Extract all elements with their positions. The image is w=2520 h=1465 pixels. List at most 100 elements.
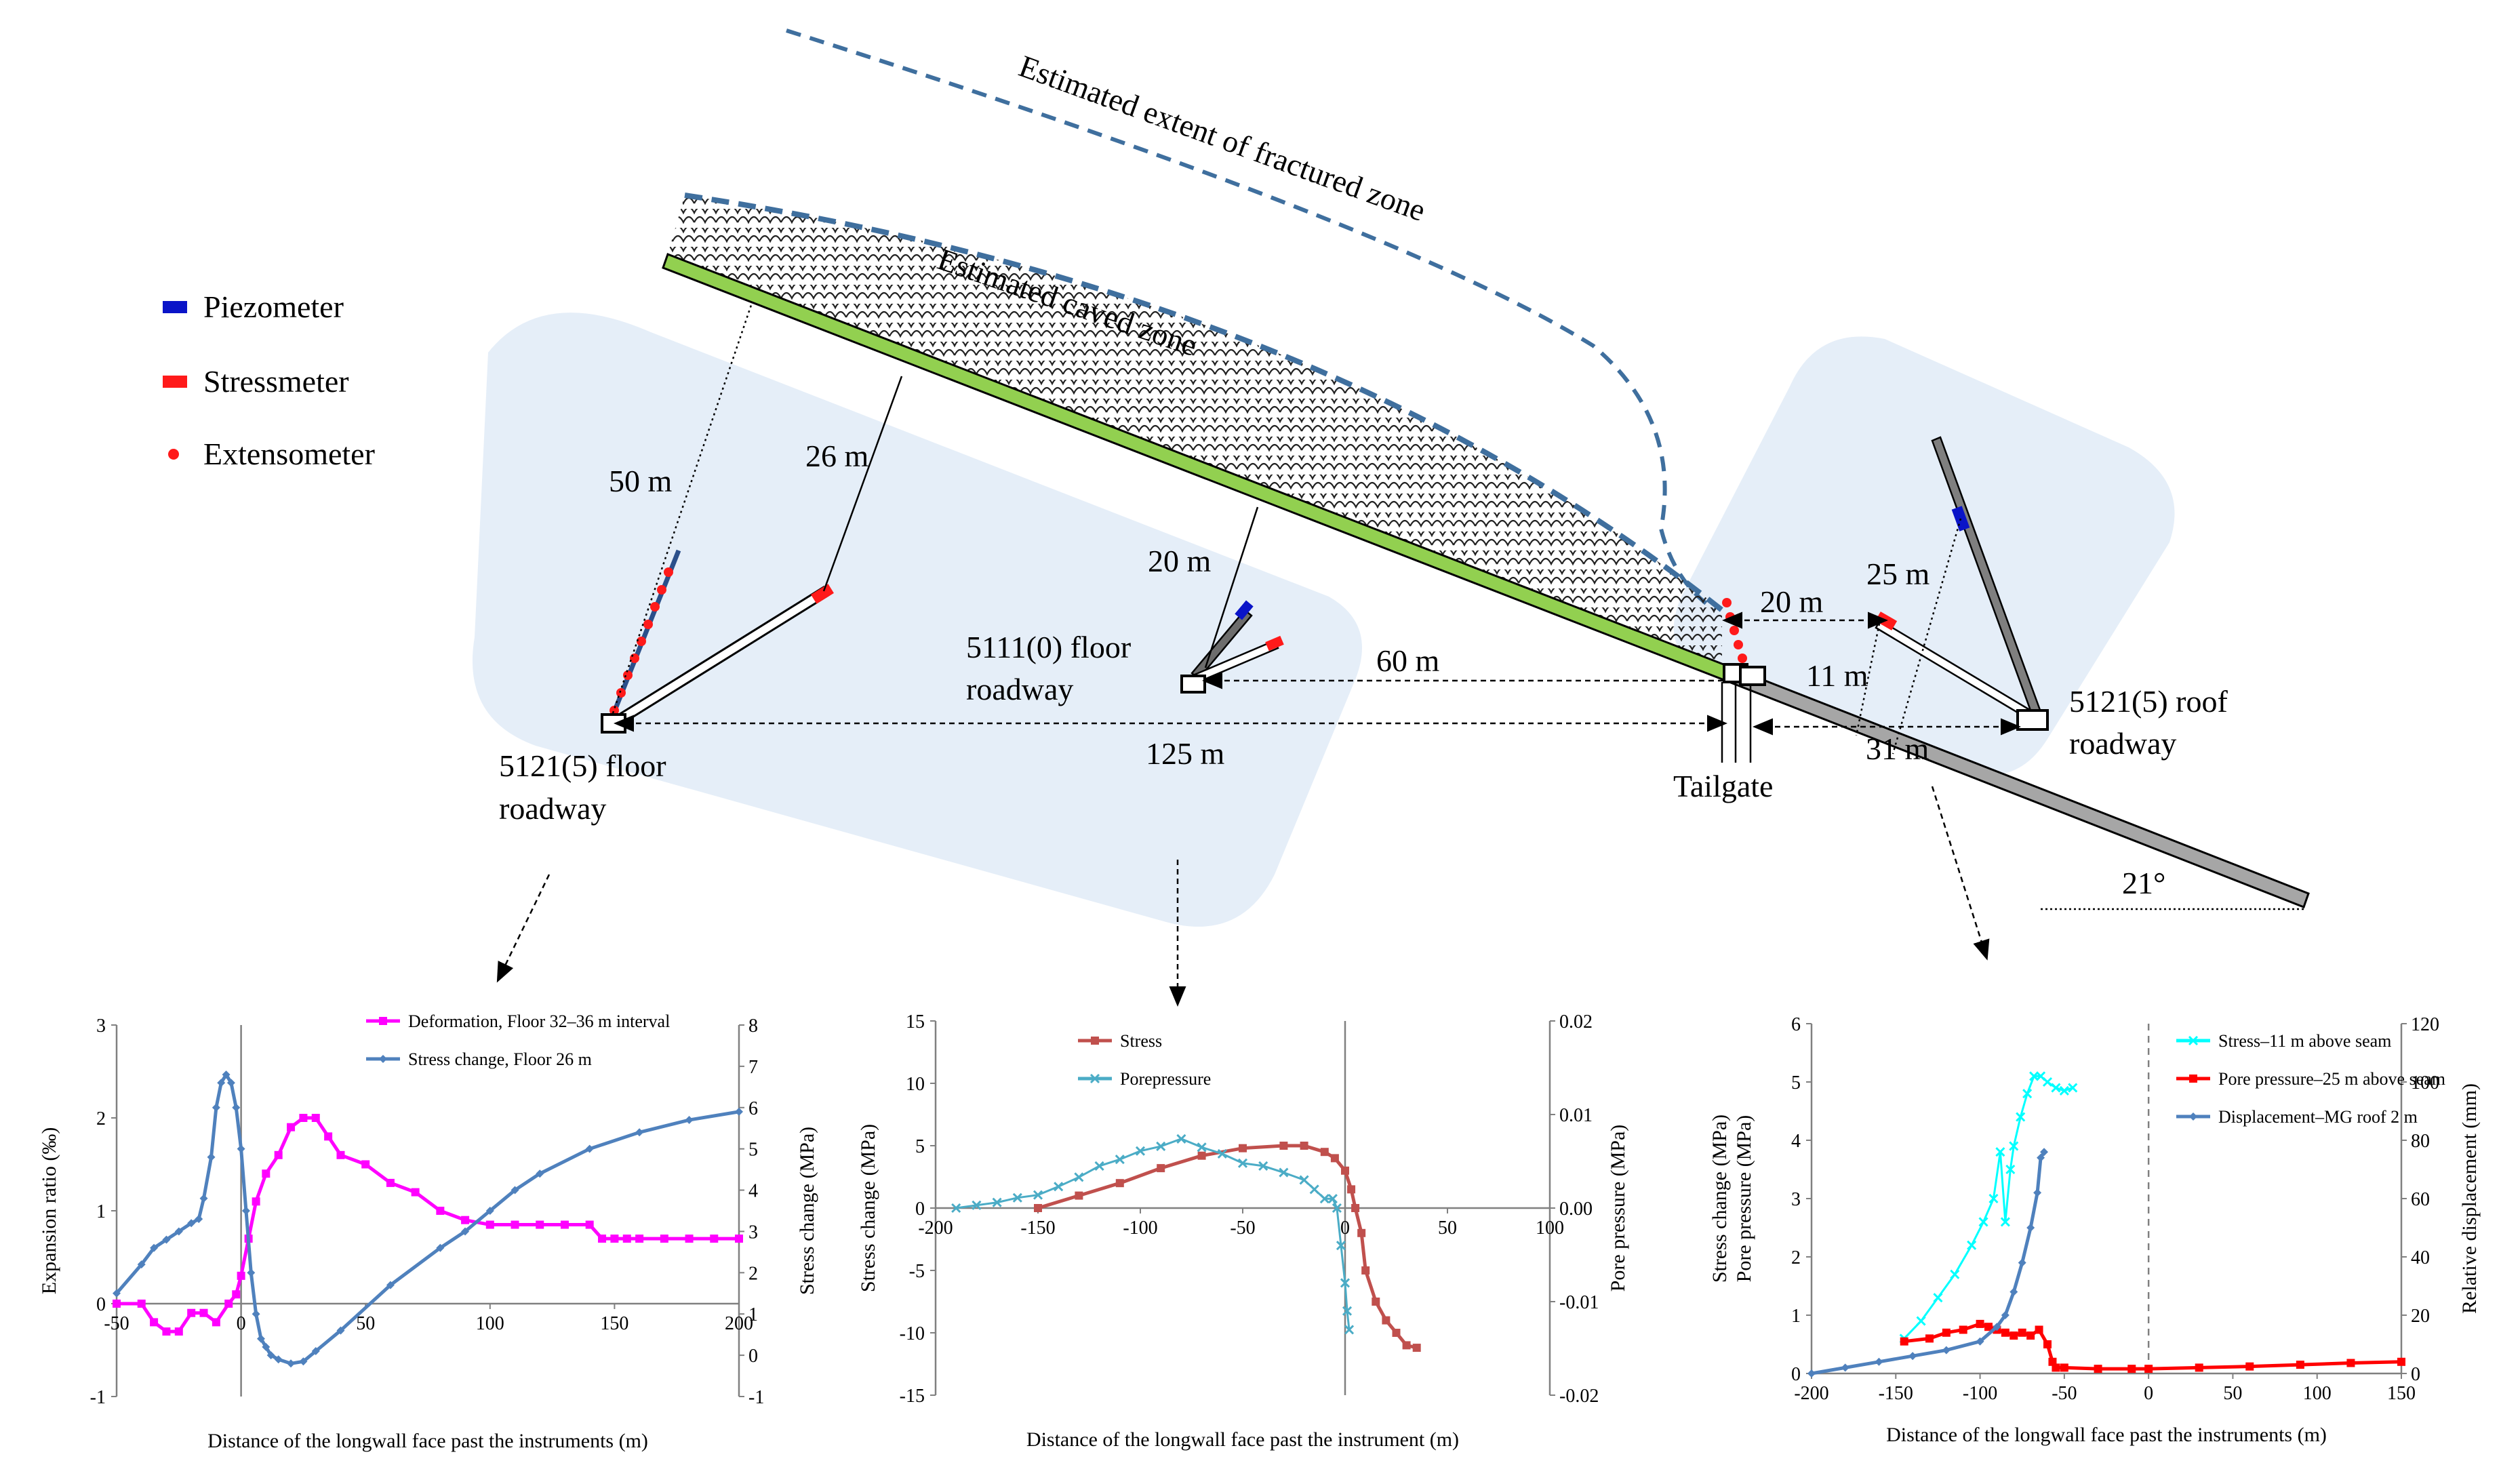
roof-5121-label-line2: roadway	[2069, 726, 2176, 761]
data-point	[1033, 1190, 1043, 1200]
data-point	[2051, 1083, 2061, 1093]
data-point	[1279, 1142, 1288, 1150]
data-point	[2022, 1089, 2033, 1099]
y2-tick-label: 120	[2411, 1014, 2439, 1035]
data-point	[1332, 1203, 1342, 1213]
y-tick-label: 0	[915, 1199, 925, 1220]
y2-tick-label: 0.01	[1559, 1105, 1593, 1126]
data-point	[1336, 1241, 1346, 1251]
data-point	[224, 1300, 233, 1308]
legend-label: Displacement–MG roof 2 m	[2218, 1107, 2418, 1127]
data-point	[386, 1178, 395, 1187]
data-point	[262, 1342, 271, 1351]
data-point	[1054, 1182, 1064, 1192]
data-point	[951, 1203, 961, 1213]
data-point	[1995, 1147, 2005, 1157]
y2-tick-label: 2	[748, 1263, 758, 1284]
series-0	[1899, 1071, 2078, 1344]
data-point	[1967, 1240, 1977, 1250]
data-point	[2042, 1077, 2053, 1087]
data-point	[585, 1144, 594, 1153]
data-point	[1239, 1144, 1247, 1152]
y2-tick-label: 0	[748, 1346, 758, 1367]
data-point	[1361, 1266, 1370, 1275]
y2-tick-label: 4	[748, 1181, 758, 1202]
data-point	[511, 1186, 519, 1195]
data-point	[1300, 1142, 1308, 1150]
x-tick-label: 100	[2303, 1383, 2332, 1404]
data-point	[1925, 1334, 1934, 1343]
y2-tick-label: -0.01	[1559, 1292, 1599, 1313]
y-axis-title: Stress change (MPa)	[857, 1124, 879, 1292]
data-point	[336, 1150, 345, 1159]
x-axis-title: Distance of the longwall face past the i…	[1026, 1428, 1459, 1451]
data-point	[2005, 1164, 2016, 1175]
x-tick-label: 0	[2144, 1383, 2153, 1404]
x-tick-label: 150	[600, 1313, 628, 1334]
data-point	[324, 1132, 333, 1141]
data-point	[311, 1347, 320, 1356]
data-point	[287, 1359, 296, 1368]
data-point	[336, 1326, 345, 1335]
x-tick-label: 0	[237, 1313, 246, 1334]
x-tick-label: -50	[104, 1313, 129, 1334]
y2-axis-title: Relative displacement (mm)	[2458, 1083, 2481, 1314]
data-point	[1330, 1154, 1339, 1163]
data-point	[2094, 1365, 2102, 1373]
dim-label-31: 31 m	[1866, 731, 1929, 766]
data-point	[1176, 1133, 1186, 1144]
legend-swatch-marker	[1091, 1037, 1099, 1045]
data-point	[1807, 1369, 1816, 1378]
data-point	[237, 1271, 245, 1280]
series-line	[115, 1071, 740, 1365]
data-point	[1258, 1161, 1268, 1171]
y2-axis-title: Stress change (MPa)	[796, 1127, 818, 1295]
legend-swatch-marker	[379, 1017, 387, 1025]
series-0	[113, 1114, 743, 1336]
data-point	[610, 1235, 619, 1243]
fractured-zone-boundary	[786, 28, 1717, 612]
extensometer-dots-left	[609, 567, 673, 715]
y-tick-label: 3	[96, 1016, 106, 1037]
data-point	[217, 1079, 226, 1087]
x-tick-label: -100	[1963, 1383, 1997, 1404]
x-tick-label: -50	[2052, 1383, 2077, 1404]
data-point	[1382, 1316, 1391, 1325]
data-point	[436, 1243, 445, 1252]
data-point	[1372, 1298, 1380, 1306]
series-0	[1034, 1142, 1421, 1352]
y2-tick-label: 0.00	[1559, 1199, 1593, 1220]
chart-floor-5111: -15-10-5051015-0.02-0.010.000.010.02-200…	[857, 1011, 1629, 1451]
legend-extensometer-swatch	[168, 449, 179, 460]
data-point	[1351, 1204, 1360, 1212]
data-point	[1135, 1146, 1146, 1156]
x-tick-label: -100	[1123, 1218, 1157, 1239]
stressmeter-left	[811, 584, 834, 604]
data-point	[1197, 1142, 1207, 1152]
data-point	[1115, 1179, 1124, 1188]
dim-label-60: 60 m	[1376, 643, 1440, 678]
x-tick-label: -200	[1794, 1383, 1828, 1404]
data-point	[2052, 1363, 2060, 1372]
y2-tick-label: 20	[2411, 1306, 2430, 1327]
legend-swatch-marker	[379, 1055, 387, 1063]
data-point	[1347, 1185, 1356, 1194]
floor-5121-label-line1: 5121(5) floor	[499, 748, 666, 783]
data-point	[1012, 1192, 1022, 1203]
floor-5121-label-line2: roadway	[499, 791, 606, 826]
y-tick-label: 2	[1791, 1247, 1801, 1268]
data-point	[262, 1169, 271, 1178]
y-tick-label: 0	[1791, 1364, 1801, 1385]
data-point	[222, 1070, 231, 1079]
x-axis-title: Distance of the longwall face past the i…	[207, 1430, 648, 1452]
data-point	[411, 1188, 420, 1197]
data-point	[585, 1220, 594, 1229]
data-point	[1327, 1194, 1338, 1204]
legend-stressmeter-label: Stressmeter	[203, 364, 349, 399]
data-point	[660, 1235, 668, 1243]
floor-5121-instruments	[601, 304, 903, 734]
x-axis-title: Distance of the longwall face past the i…	[1886, 1424, 2327, 1446]
y2-tick-label: 5	[748, 1140, 758, 1161]
